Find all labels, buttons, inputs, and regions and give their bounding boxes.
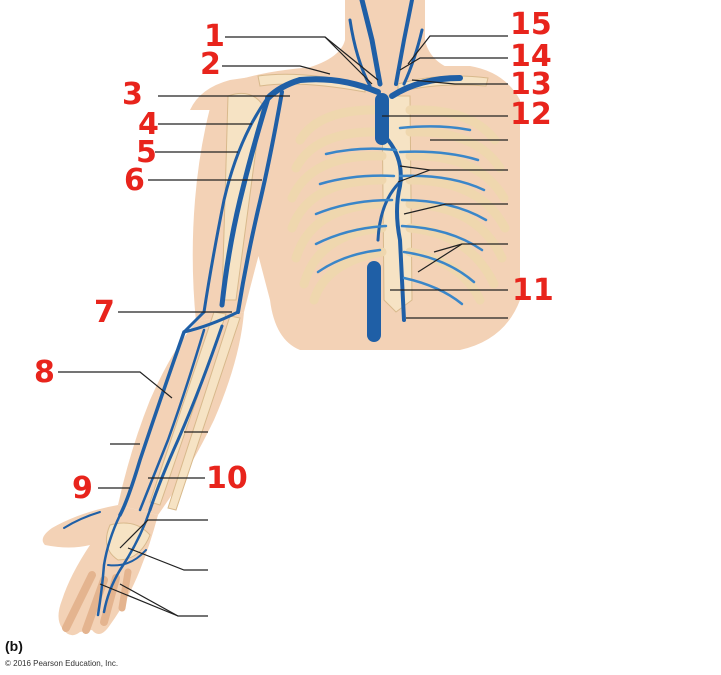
label-10: 10 [206, 461, 248, 496]
label-13: 13 [510, 67, 552, 102]
label-6: 6 [124, 163, 145, 198]
leader-lines [58, 35, 508, 617]
label-12: 12 [510, 97, 552, 132]
label-1: 1 [204, 19, 225, 54]
label-8: 8 [34, 355, 55, 390]
label-9: 9 [72, 471, 93, 506]
labels: 1 2 3 4 5 6 7 8 9 10 11 12 13 14 15 [34, 7, 554, 506]
label-7: 7 [94, 295, 115, 330]
copyright-notice: © 2016 Pearson Education, Inc. [5, 659, 119, 668]
label-11: 11 [512, 273, 554, 308]
label-5: 5 [136, 135, 157, 170]
label-14: 14 [510, 39, 552, 74]
label-15: 15 [510, 7, 552, 42]
figure-caption: (b) [5, 638, 23, 654]
label-4: 4 [138, 107, 159, 142]
label-2: 2 [200, 47, 221, 82]
label-3: 3 [122, 77, 143, 112]
veins [63, 0, 488, 617]
